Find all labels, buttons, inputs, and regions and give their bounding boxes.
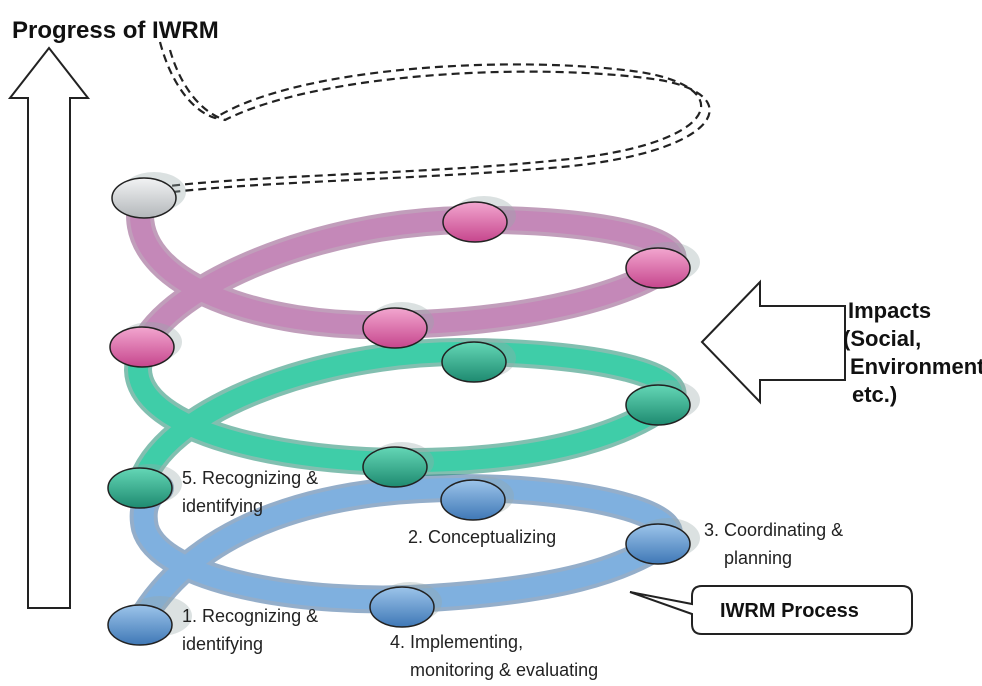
iwrm-process-label: IWRM Process	[720, 600, 859, 622]
impacts-label-social: (Social,	[843, 326, 921, 351]
progress-arrow	[7, 46, 91, 609]
impacts-label-etc: etc.)	[852, 382, 897, 407]
node-grey-next	[111, 172, 186, 219]
step-5-label-2: identifying	[182, 496, 263, 516]
node-pink-3	[625, 242, 700, 289]
node-blue-1	[107, 596, 192, 646]
node-teal-2	[441, 338, 516, 383]
node-pink-4	[362, 302, 434, 349]
future-loop-dashed	[139, 41, 711, 197]
node-blue-4	[369, 582, 442, 628]
step-5-label: 5. Recognizing &	[182, 468, 318, 488]
iwrm-process-callout: IWRM Process	[629, 585, 913, 635]
step-3-label: 3. Coordinating &	[704, 520, 843, 540]
step-4-label: 4. Implementing,	[390, 632, 523, 652]
step-2-label: 2. Conceptualizing	[408, 527, 556, 547]
impacts-label-environment: Environment	[850, 354, 982, 379]
node-blue-3	[625, 518, 700, 565]
node-pink-2	[442, 196, 516, 243]
node-blue-2	[440, 476, 514, 521]
step-1-label: 1. Recognizing &	[182, 606, 318, 626]
impacts-arrow	[700, 279, 846, 405]
node-teal-1	[107, 464, 182, 509]
node-teal-3	[625, 380, 700, 426]
impacts-label: Impacts	[848, 298, 931, 323]
step-4-label-2: monitoring & evaluating	[410, 660, 598, 680]
diagram-title: Progress of IWRM	[12, 17, 219, 44]
node-teal-4	[362, 442, 434, 488]
step-1-label-2: identifying	[182, 634, 263, 654]
node-pink-1	[109, 322, 182, 368]
step-3-label-2: planning	[724, 548, 792, 568]
